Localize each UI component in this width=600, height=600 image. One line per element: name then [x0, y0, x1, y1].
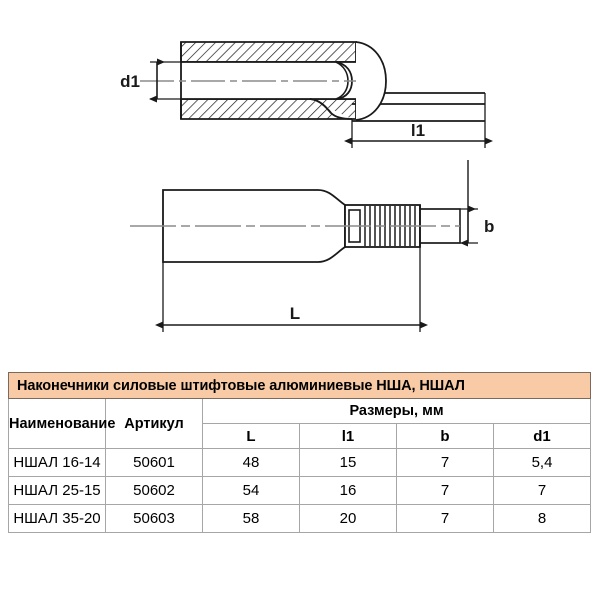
- table-header-row-1: Наименование Артикул Размеры, мм: [8, 398, 591, 449]
- cell-l1: 20: [299, 504, 397, 533]
- specification-table-container: Наконечники силовые штифтовые алюминиевы…: [8, 372, 591, 533]
- dimension-d1: d1: [120, 58, 181, 103]
- table-row: НШАЛ 25-15 50602 54 16 7 7: [8, 476, 591, 505]
- cell-name: НШАЛ 35-20: [8, 504, 106, 533]
- cell-l1: 15: [299, 448, 397, 477]
- cell-b: 7: [396, 476, 494, 505]
- dimension-L: L: [155, 247, 428, 332]
- dimension-b: b: [420, 160, 494, 247]
- dimension-label-b: b: [484, 217, 494, 236]
- cell-b: 7: [396, 448, 494, 477]
- drawing-svg: d1 l1: [120, 41, 494, 332]
- cell-name: НШАЛ 25-15: [8, 476, 106, 505]
- cell-article: 50602: [105, 476, 203, 505]
- header-article: Артикул: [105, 398, 203, 449]
- cell-article: 50603: [105, 504, 203, 533]
- header-dim-l1: l1: [299, 423, 397, 449]
- cell-name: НШАЛ 16-14: [8, 448, 106, 477]
- table-title: Наконечники силовые штифтовые алюминиевы…: [8, 372, 591, 399]
- table-row: НШАЛ 35-20 50603 58 20 7 8: [8, 504, 591, 533]
- dimension-l1: l1: [344, 93, 493, 148]
- dimension-label-d1: d1: [120, 72, 140, 91]
- dimension-label-L: L: [290, 304, 300, 323]
- cell-L: 48: [202, 448, 300, 477]
- table-row: НШАЛ 16-14 50601 48 15 7 5,4: [8, 448, 591, 477]
- side-view-group: b L: [130, 160, 494, 332]
- dimension-label-l1: l1: [411, 121, 425, 140]
- header-dim-b: b: [396, 423, 494, 449]
- barrel-wall-upper: [180, 41, 357, 63]
- header-dimensions-group: Размеры, мм: [202, 398, 591, 424]
- cell-b: 7: [396, 504, 494, 533]
- specification-table: Наконечники силовые штифтовые алюминиевы…: [8, 372, 591, 533]
- cell-d1: 5,4: [493, 448, 591, 477]
- header-name: Наименование: [8, 398, 115, 449]
- technical-drawing: d1 l1: [120, 41, 494, 332]
- cell-d1: 7: [493, 476, 591, 505]
- cell-article: 50601: [105, 448, 203, 477]
- header-dim-L: L: [202, 423, 300, 449]
- cell-l1: 16: [299, 476, 397, 505]
- table-header-row-2: L l1 b d1: [9, 423, 591, 449]
- table-title-row: Наконечники силовые штифтовые алюминиевы…: [8, 372, 591, 399]
- header-dim-d1: d1: [493, 423, 591, 449]
- sectional-view-group: d1 l1: [120, 41, 493, 148]
- cell-L: 58: [202, 504, 300, 533]
- cell-L: 54: [202, 476, 300, 505]
- cell-d1: 8: [493, 504, 591, 533]
